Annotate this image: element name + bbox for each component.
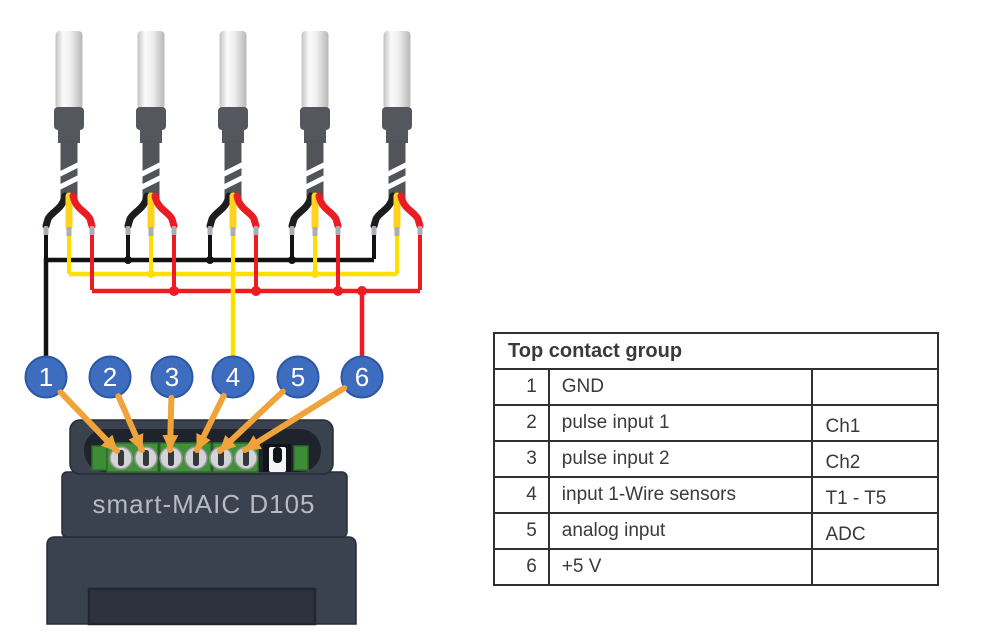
power-bus-wire-red — [92, 288, 420, 358]
pin-tag: ADC — [811, 512, 939, 550]
arrow-to-terminal-2 — [115, 393, 145, 453]
pin-description: GND — [547, 368, 814, 406]
pin-marker-5: 5 — [276, 355, 320, 399]
pin-number: 1 — [493, 368, 550, 406]
svg-text:3: 3 — [165, 362, 179, 392]
arrow-to-terminal-4 — [194, 392, 227, 453]
pin-marker-6: 6 — [340, 355, 384, 399]
pin-description: pulse input 1 — [547, 404, 814, 442]
svg-text:1: 1 — [39, 362, 53, 392]
table-row: 5 analog input ADC — [493, 512, 939, 550]
pin-marker-4: 4 — [211, 355, 255, 399]
pin-number: 6 — [493, 548, 550, 586]
arrow-to-terminal-3 — [162, 394, 179, 453]
pin-marker-1: 1 — [24, 355, 68, 399]
table-header-row: Top contact group — [493, 332, 939, 370]
table-row: 6 +5 V — [493, 548, 939, 586]
top-contact-group-table: Top contact group 1 GND 2 pulse input 1 … — [493, 332, 939, 586]
device-smart-maic-d105: smart-MAIC D105 — [46, 419, 357, 626]
table-row: 4 input 1-Wire sensors T1 - T5 — [493, 476, 939, 514]
device-bottom-recess — [87, 587, 317, 626]
temperature-probe-3 — [208, 31, 259, 290]
arrow-to-terminal-1 — [57, 389, 120, 454]
table-title: Top contact group — [493, 332, 939, 370]
pin-description: analog input — [547, 512, 814, 550]
device-connector-socket — [263, 444, 291, 472]
pin-description: input 1-Wire sensors — [547, 476, 814, 514]
pin-tag: T1 - T5 — [811, 476, 939, 514]
pin-markers: 1 2 3 4 5 6 — [24, 355, 384, 399]
pin-number: 2 — [493, 404, 550, 442]
pin-tag: Ch2 — [811, 440, 939, 478]
pin-marker-2: 2 — [88, 355, 132, 399]
pin-number: 4 — [493, 476, 550, 514]
pin-marker-3: 3 — [150, 355, 194, 399]
pin-tag: Ch1 — [811, 404, 939, 442]
temperature-probe-2 — [126, 31, 177, 290]
svg-text:6: 6 — [355, 362, 369, 392]
pin-tag — [811, 548, 939, 586]
arrow-to-terminal-6 — [242, 385, 348, 453]
table-row: 2 pulse input 1 Ch1 — [493, 404, 939, 442]
svg-text:2: 2 — [103, 362, 117, 392]
wiring-diagram: 1 2 3 4 5 6 — [24, 0, 480, 626]
svg-text:4: 4 — [226, 362, 240, 392]
gnd-bus-wire-black — [43, 257, 374, 358]
svg-text:5: 5 — [291, 362, 305, 392]
pin-number: 5 — [493, 512, 550, 550]
temperature-probe-5 — [372, 31, 423, 290]
pin-description: pulse input 2 — [547, 440, 814, 478]
device-label: smart-MAIC D105 — [92, 489, 315, 519]
arrow-to-terminal-5 — [217, 388, 286, 454]
pin-tag — [811, 368, 939, 406]
temperature-probe-4 — [290, 31, 341, 290]
table-row: 1 GND — [493, 368, 939, 406]
pin-pointer-arrows — [57, 385, 348, 454]
pin-number: 3 — [493, 440, 550, 478]
table-row: 3 pulse input 2 Ch2 — [493, 440, 939, 478]
pin-description: +5 V — [547, 548, 814, 586]
temperature-probe-1 — [44, 31, 95, 290]
